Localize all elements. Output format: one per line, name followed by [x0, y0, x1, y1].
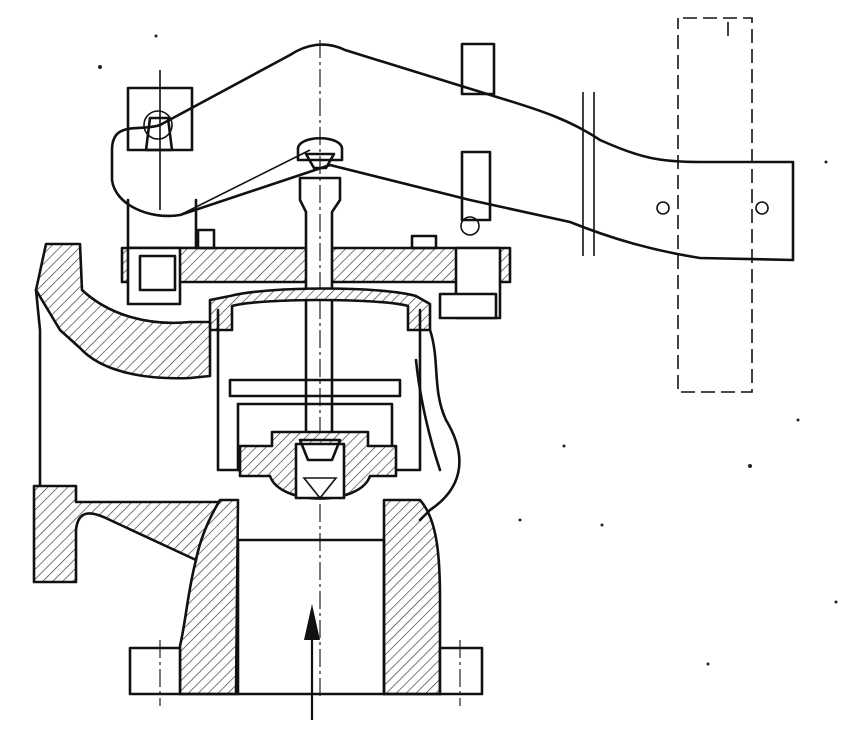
bonnet	[120, 228, 512, 320]
flow-arrow	[304, 604, 320, 720]
lever-arm	[110, 43, 795, 262]
counterweight-outline	[677, 17, 753, 393]
lever-guide	[460, 42, 496, 236]
valve-stem	[296, 40, 344, 700]
fulcrum-bracket	[126, 70, 198, 250]
scan-specks	[98, 34, 838, 666]
valve-disc	[238, 430, 398, 500]
valve-body	[32, 242, 484, 706]
